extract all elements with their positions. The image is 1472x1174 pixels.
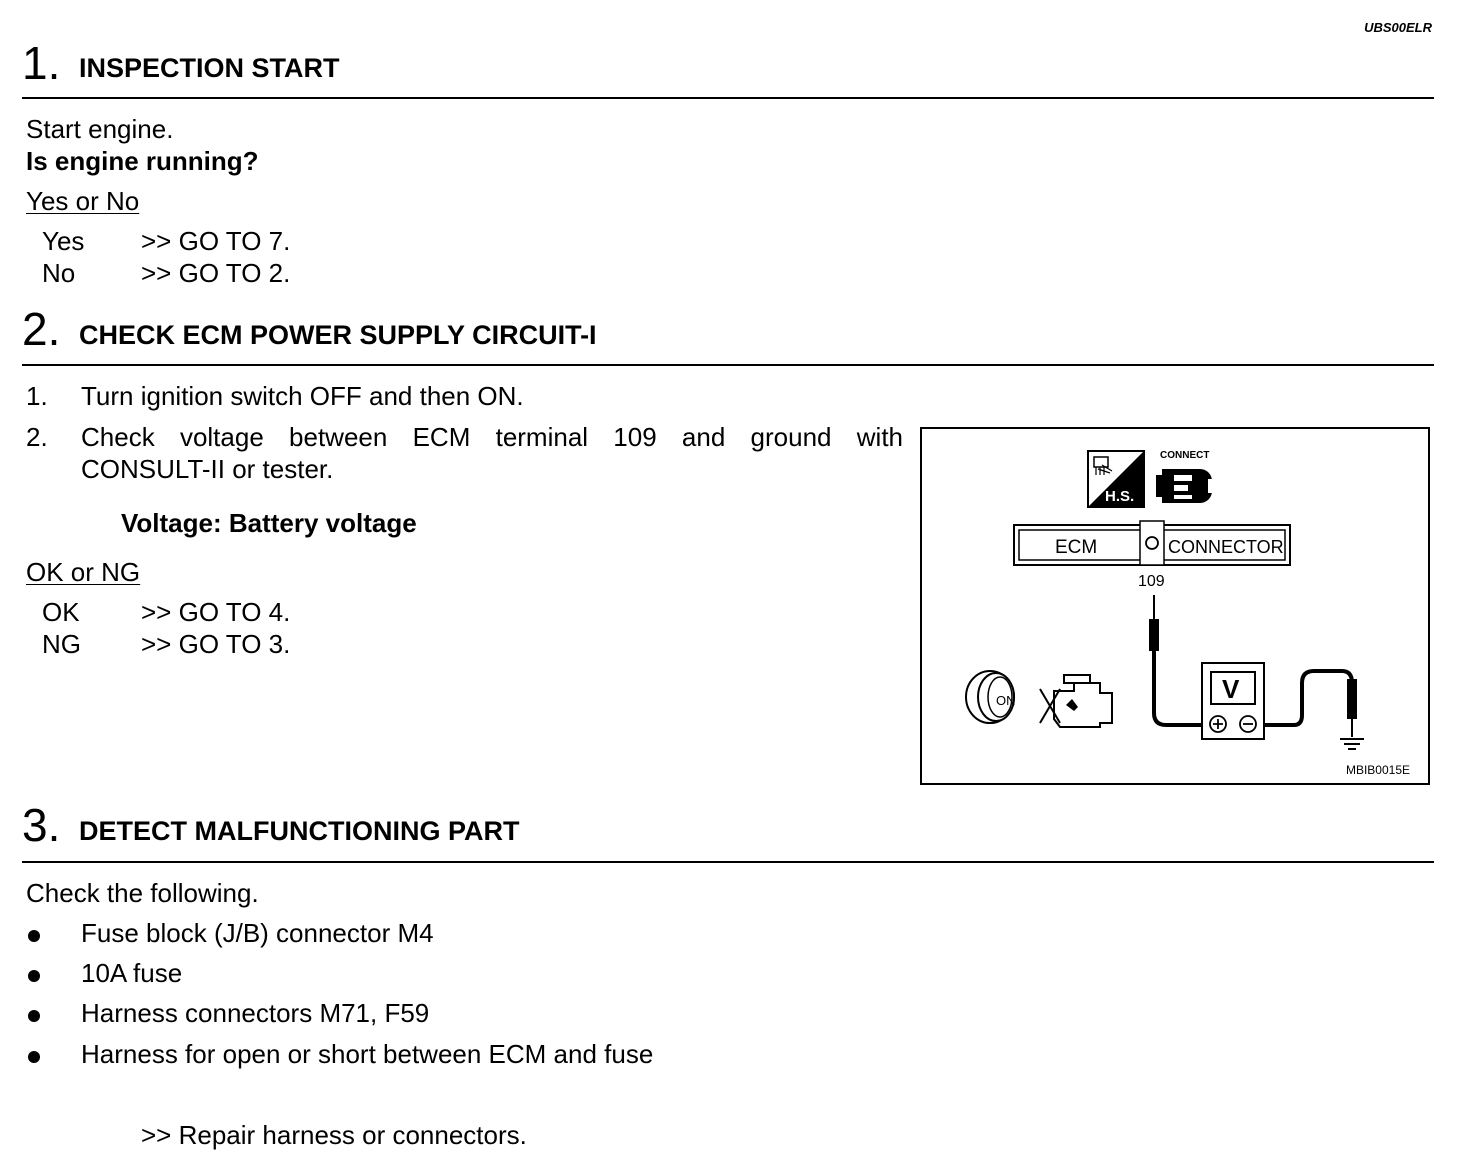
connect-icon: CONNECT: [1156, 450, 1214, 503]
step-1-option-no-key: No: [42, 258, 76, 288]
step-1-title: INSPECTION START: [79, 53, 340, 83]
voltmeter-icon: V: [1201, 662, 1265, 740]
step-1-choice-label: Yes or No: [26, 186, 140, 216]
step-2-item-2-line-1: Check voltage between ECM terminal 109 a…: [81, 422, 903, 452]
ecm-label: ECM: [1055, 537, 1097, 558]
bullet-icon: [28, 1010, 40, 1022]
terminal-label: 109: [1138, 573, 1165, 590]
switch-on-label: ON: [996, 693, 1016, 708]
step-2-option-ng-key: NG: [42, 629, 81, 659]
step-1-question: Is engine running?: [26, 146, 259, 176]
ground-icon: [1340, 738, 1364, 750]
document-code: UBS00ELR: [1364, 20, 1432, 35]
connect-label: CONNECT: [1160, 450, 1209, 461]
step-1-divider: [22, 97, 1434, 99]
bullet-icon: [28, 930, 40, 942]
engine-off-icon: [1039, 674, 1113, 728]
step-1-instruction: Start engine.: [26, 114, 174, 144]
connector-label: CONNECTOR: [1168, 537, 1284, 557]
step-2-item-1-number: 1.: [26, 381, 48, 411]
step-3-result-link[interactable]: >> Repair harness or connectors.: [141, 1120, 527, 1150]
check-item: Harness connectors M71, F59: [81, 998, 430, 1028]
step-2-spec: Voltage: Battery voltage: [121, 508, 417, 538]
ecm-connector: ECM CONNECTOR 109: [1013, 520, 1291, 590]
bullet-icon: [28, 970, 40, 982]
step-2-option-ok-link[interactable]: >> GO TO 4.: [141, 597, 291, 627]
step-2-item-2-line-2: CONSULT-II or tester.: [81, 454, 334, 484]
step-1-option-yes-key: Yes: [42, 226, 85, 256]
step-3-intro: Check the following.: [26, 878, 259, 908]
ignition-key-icon: ON: [965, 670, 1016, 724]
bullet-icon: [28, 1051, 40, 1063]
check-item: Harness for open or short between ECM an…: [81, 1039, 654, 1069]
voltage-check-diagram: H.S. CONNECT ECM CONNECTOR 109: [920, 427, 1430, 785]
hs-label: H.S.: [1105, 488, 1134, 505]
step-2-option-ng-link[interactable]: >> GO TO 3.: [141, 629, 291, 659]
step-1-option-no-link[interactable]: >> GO TO 2.: [141, 258, 291, 288]
step-2-item-2-number: 2.: [26, 422, 48, 452]
meter-label: V: [1222, 674, 1240, 704]
figure-code: MBIB0015E: [1345, 763, 1410, 777]
step-2-number: 2.: [22, 303, 61, 355]
step-2-choice-label: OK or NG: [26, 557, 141, 587]
step-2-divider: [22, 364, 1434, 366]
step-2-option-ok-key: OK: [42, 597, 80, 627]
check-item: Fuse block (J/B) connector M4: [81, 918, 434, 948]
probe-wire: [1149, 595, 1204, 727]
step-2-item-1-text: Turn ignition switch OFF and then ON.: [81, 381, 524, 411]
hs-connector-icon: H.S.: [1087, 450, 1145, 508]
step-1-number: 1.: [22, 37, 61, 89]
step-1-option-yes-link[interactable]: >> GO TO 7.: [141, 226, 291, 256]
step-2-title: CHECK ECM POWER SUPPLY CIRCUIT-I: [79, 320, 597, 350]
step-3-divider: [22, 861, 1434, 863]
check-item: 10A fuse: [81, 958, 183, 988]
step-3-title: DETECT MALFUNCTIONING PART: [79, 816, 520, 846]
diagram-drawing: H.S. CONNECT ECM CONNECTOR 109: [965, 450, 1364, 750]
ground-wire: [1264, 669, 1357, 737]
step-3-number: 3.: [22, 799, 61, 851]
